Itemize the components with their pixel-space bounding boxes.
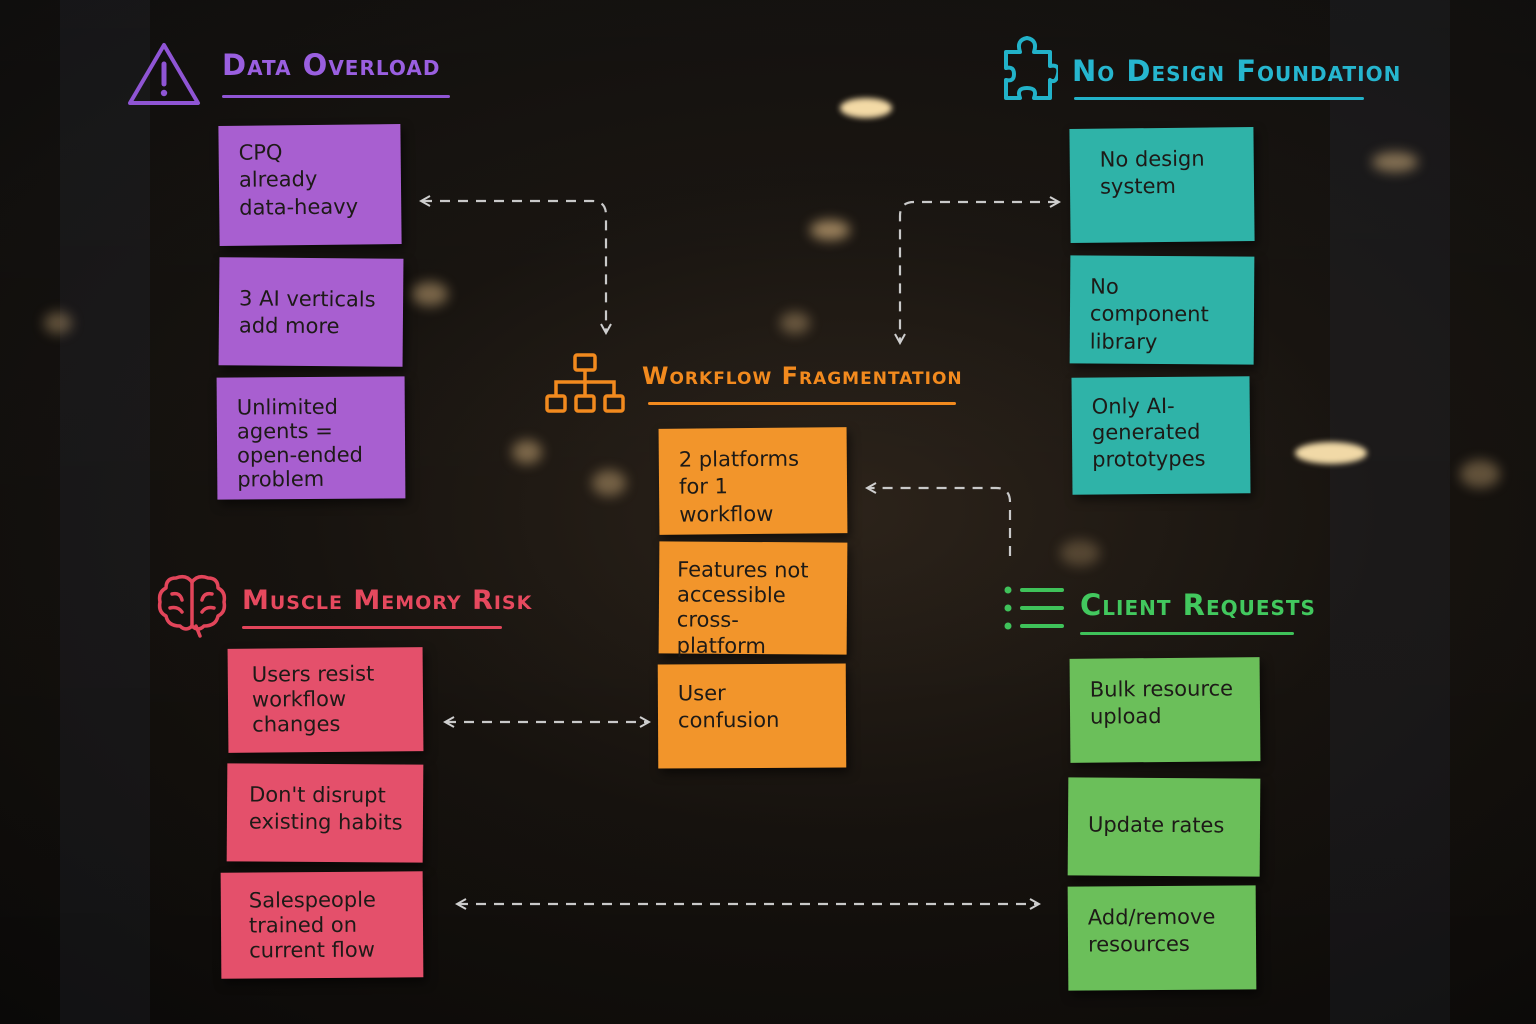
sticky-note: User confusion <box>657 663 847 769</box>
ceiling-light <box>1295 442 1367 464</box>
sticky-note: 3 AI verticals add more <box>218 257 404 367</box>
bokeh-light <box>780 312 810 334</box>
sticky-note: CPQ already data-heavy <box>218 124 402 246</box>
background-window <box>60 0 150 1024</box>
bokeh-light <box>1060 540 1100 566</box>
note-text: User confusion <box>677 681 780 733</box>
brain-icon <box>157 574 227 638</box>
workflow-fragmentation-title: Workflow Fragmentation <box>642 362 963 390</box>
note-text: Only AI- generated prototypes <box>1091 393 1206 472</box>
note-text: CPQ already data-heavy <box>238 140 359 220</box>
note-text: No component library <box>1089 274 1209 354</box>
note-text: Don't disrupt existing habits <box>248 782 403 835</box>
title-underline <box>1074 97 1364 100</box>
arrow-client-to-workflow <box>868 488 1012 556</box>
note-text: Unlimited agents = open-ended problem <box>236 394 364 492</box>
hierarchy-icon <box>545 353 625 413</box>
note-text: Update rates <box>1087 812 1225 838</box>
note-text: Salespeople trained on current flow <box>248 887 376 963</box>
data-overload-title: Data Overload <box>222 48 441 82</box>
bokeh-light <box>1460 460 1500 488</box>
bokeh-light <box>512 440 542 464</box>
sticky-note: Add/remove resources <box>1067 885 1257 991</box>
title-underline <box>242 626 502 629</box>
title-underline <box>222 95 450 98</box>
sticky-note: No component library <box>1069 255 1255 365</box>
arrow-data-overload-to-workflow <box>422 201 606 332</box>
note-text: Users resist workflow changes <box>251 661 375 738</box>
bokeh-light <box>1372 152 1418 172</box>
sticky-note: Salespeople trained on current flow <box>220 871 424 979</box>
ceiling-light <box>840 98 892 118</box>
note-text: Features not accessible cross-platform <box>676 557 809 658</box>
note-text: 3 AI verticals add more <box>238 286 376 339</box>
sticky-note: Update rates <box>1067 777 1261 877</box>
client-requests-title: Client Requests <box>1080 588 1316 622</box>
note-text: 2 platforms for 1 workflow <box>678 446 800 527</box>
sticky-note: Don't disrupt existing habits <box>226 763 424 863</box>
list-icon <box>1004 586 1064 630</box>
arrow-design-to-workflow <box>900 202 1058 342</box>
sticky-note: Users resist workflow changes <box>227 647 424 753</box>
note-text: Bulk resource upload <box>1089 676 1234 729</box>
note-text: Add/remove resources <box>1087 904 1216 957</box>
muscle-memory-risk-title: Muscle Memory Risk <box>242 585 533 616</box>
sticky-note: No design system <box>1069 127 1255 243</box>
sticky-note: Unlimited agents = open-ended problem <box>216 376 406 500</box>
warning-icon <box>128 43 200 105</box>
bokeh-light <box>810 220 850 240</box>
title-underline <box>1080 632 1294 635</box>
sticky-note: 2 platforms for 1 workflow <box>658 427 848 535</box>
puzzle-icon <box>1004 36 1058 100</box>
sticky-note: Bulk resource upload <box>1069 657 1261 763</box>
bokeh-light <box>44 312 72 334</box>
note-text: No design system <box>1099 146 1205 199</box>
title-underline <box>648 402 956 405</box>
sticky-note: Only AI- generated prototypes <box>1071 376 1251 495</box>
sticky-note: Features not accessible cross-platform <box>658 541 848 658</box>
bokeh-light <box>592 470 626 496</box>
no-design-foundation-title: No Design Foundation <box>1072 54 1402 88</box>
